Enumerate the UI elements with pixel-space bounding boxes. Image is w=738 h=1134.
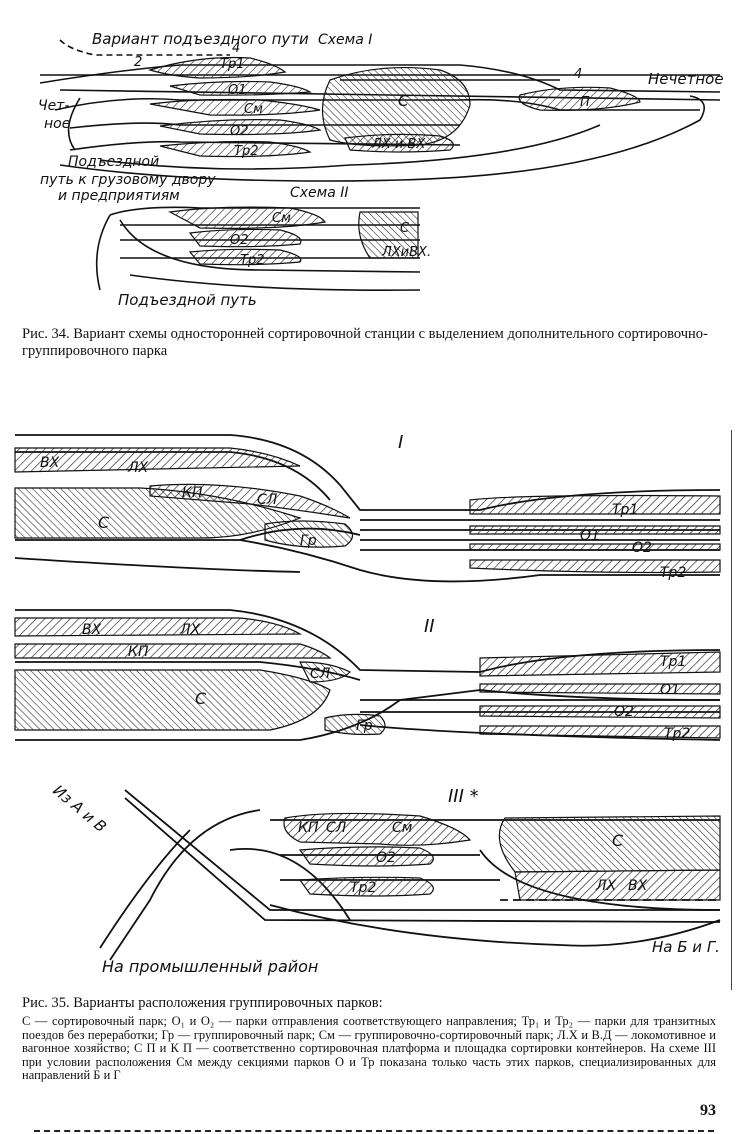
s1-kp: КП <box>182 485 203 501</box>
s2-lx: ЛХ <box>179 622 201 638</box>
park2-tr2: Тр2 <box>240 253 264 268</box>
s2-o1: О1 <box>660 682 680 698</box>
park2-c: С <box>400 221 410 236</box>
schema1-parks <box>147 56 641 158</box>
figure-34-diagram: Вариант подъездного пути Схема I Нечетно… <box>38 30 724 309</box>
s3-o2: О2 <box>376 850 396 866</box>
park-lx: ЛХ и ВХ <box>371 137 426 152</box>
s3-c: С <box>612 831 624 850</box>
park-p: П <box>580 95 590 110</box>
mark-4: 4 <box>232 41 240 56</box>
park2-o2: О2 <box>230 233 249 248</box>
s3-sl: СЛ <box>326 820 347 836</box>
s1-gr: Гр <box>300 533 317 549</box>
schema1-labels: Вариант подъездного пути Схема I Нечетно… <box>38 30 724 204</box>
label-odd: Нечетное <box>648 70 724 88</box>
label-access2: Подъездной путь <box>118 291 257 309</box>
s1-tr2: Тр2 <box>660 565 686 581</box>
s1-sl: СЛ <box>257 492 278 508</box>
label-access-2: путь к грузовому двору <box>40 172 216 188</box>
margin-mark <box>731 430 732 990</box>
s2-sl: СЛ <box>310 666 331 682</box>
s3-cm: См <box>392 820 413 836</box>
label-schema2: Схема II <box>290 185 349 201</box>
figure-34-caption: Рис. 34. Вариант схемы односторонней сор… <box>22 326 708 359</box>
label-access-1: Подъездной <box>68 154 159 170</box>
s3-vx: ВХ <box>628 878 648 894</box>
s2-c: С <box>195 689 207 708</box>
figure-35-diagram: I ВХ ЛХ КП СЛ С Гр Тр1 О1 О2 Тр2 <box>14 432 721 976</box>
s2-tr2: Тр2 <box>664 726 690 742</box>
mark-2: 2 <box>134 55 142 70</box>
park2-cm: См <box>272 211 291 226</box>
s1-vx: ВХ <box>40 455 60 471</box>
s1-o2: О2 <box>632 540 652 556</box>
schema2-labels: Схема II См О2 Тр2 С ЛХиВХ. Подъездной п… <box>118 185 431 309</box>
s2-tr1: Тр1 <box>660 654 686 670</box>
mark-4b: 4 <box>574 67 582 82</box>
page-number: 93 <box>700 1102 716 1119</box>
s3-kp: КП <box>298 820 319 836</box>
park-o2: О2 <box>230 124 249 139</box>
bottom-dashed-rule <box>34 1130 714 1132</box>
park-cm: Cм <box>244 102 263 117</box>
park2-lx: ЛХиВХ. <box>381 245 431 260</box>
park-tr2: Тр2 <box>234 144 258 159</box>
label-variant: Вариант подъездного пути <box>92 30 309 48</box>
s1-lx: ЛХ <box>127 460 149 476</box>
s3-tr2: Тр2 <box>350 880 376 896</box>
label-even-1: Чет- <box>38 98 69 114</box>
schema1-tracks <box>39 39 721 182</box>
park-tr1: Тр1 <box>220 57 244 72</box>
s2-o2: О2 <box>614 704 634 720</box>
s1-o1: О1 <box>580 528 600 544</box>
park-o1: О1 <box>228 83 247 98</box>
park-c: С <box>398 92 409 110</box>
s3-lx: ЛХ <box>595 878 617 894</box>
s2-roman: II <box>424 616 435 637</box>
label-even-2: ное <box>44 116 70 132</box>
s3-to: На Б и Г. <box>652 938 720 956</box>
label-access-3: и предприятиям <box>58 188 180 204</box>
scheme2: II ВХ ЛХ КП СЛ С Гр Тр1 О1 О2 Тр2 <box>14 609 721 742</box>
s3-industrial: На промышленный район <box>102 957 318 976</box>
figure-35-caption: Рис. 35. Варианты расположения группиров… <box>22 995 383 1011</box>
scheme1: I ВХ ЛХ КП СЛ С Гр Тр1 О1 О2 Тр2 <box>14 432 721 583</box>
s1-tr1: Тр1 <box>612 502 638 518</box>
s1-roman: I <box>398 432 403 453</box>
s3-roman: III * <box>448 786 479 807</box>
s2-vx: ВХ <box>82 622 102 638</box>
s3-from: Из А и В <box>49 781 109 836</box>
scheme3: III * КП СЛ См С О2 ЛХ ВХ Тр2 Из А и В Н… <box>49 781 721 976</box>
schema2-parks <box>168 206 419 266</box>
label-schema1: Схема I <box>318 32 372 48</box>
s2-kp: КП <box>128 644 149 660</box>
s1-c: С <box>98 513 110 532</box>
figure-35-legend: С — сортировочный парк; О₁ и О₂ — парки … <box>22 1014 716 1083</box>
s2-gr: Гр <box>356 718 373 734</box>
